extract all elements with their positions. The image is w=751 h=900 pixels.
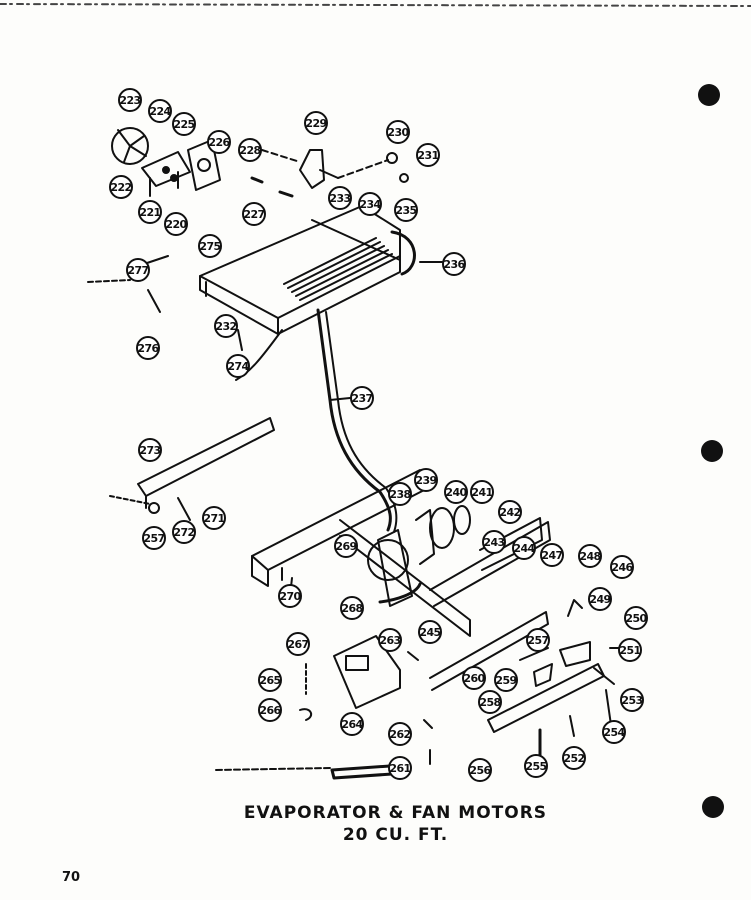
part-label-227: 227 — [242, 202, 266, 226]
part-label-266: 266 — [258, 698, 282, 722]
tube-236 — [390, 230, 416, 276]
part-label-275: 275 — [198, 234, 222, 258]
part-label-273: 273 — [138, 438, 162, 462]
part-label-257a: 257 — [142, 526, 166, 550]
part-label-229: 229 — [304, 111, 328, 135]
part-label-263: 263 — [378, 628, 402, 652]
part-label-267: 267 — [286, 632, 310, 656]
part-label-244: 244 — [512, 536, 536, 560]
part-label-237: 237 — [350, 386, 374, 410]
part-label-253: 253 — [620, 688, 644, 712]
part-label-224: 224 — [148, 99, 172, 123]
part-label-243: 243 — [482, 530, 506, 554]
part-label-233: 233 — [328, 186, 352, 210]
part-label-235: 235 — [394, 198, 418, 222]
part-label-257b: 257 — [526, 628, 550, 652]
cover-264 — [333, 635, 401, 709]
fan-shroud-226 — [187, 139, 221, 191]
part-label-261: 261 — [388, 756, 412, 780]
part-label-260: 260 — [462, 666, 486, 690]
part-label-240: 240 — [444, 480, 468, 504]
part-label-249: 249 — [588, 587, 612, 611]
strip-261 — [330, 764, 394, 780]
part-label-230: 230 — [386, 120, 410, 144]
part-label-276: 276 — [136, 336, 160, 360]
part-label-256: 256 — [468, 758, 492, 782]
dashed-guide-229 — [261, 149, 389, 179]
part-label-242: 242 — [498, 500, 522, 524]
part-label-251: 251 — [618, 638, 642, 662]
part-label-277: 277 — [126, 258, 150, 282]
part-label-226: 226 — [207, 130, 231, 154]
part-label-254: 254 — [602, 720, 626, 744]
part-label-245: 245 — [418, 620, 442, 644]
drain-tube-237 — [316, 308, 392, 532]
part-label-258: 258 — [478, 690, 502, 714]
diagram-subtitle: 20 CU. FT. — [342, 825, 449, 845]
rail-273 — [137, 417, 275, 509]
part-label-250: 250 — [624, 606, 648, 630]
part-label-252: 252 — [562, 746, 586, 770]
part-label-262: 262 — [388, 722, 412, 746]
bracket-229 — [299, 149, 339, 189]
part-label-236: 236 — [442, 252, 466, 276]
part-label-225: 225 — [172, 112, 196, 136]
part-label-246: 246 — [610, 555, 634, 579]
part-label-270: 270 — [278, 584, 302, 608]
part-label-269: 269 — [334, 534, 358, 558]
part-label-248: 248 — [578, 544, 602, 568]
fan-motor-assembly — [367, 505, 471, 607]
page-number: 70 — [62, 870, 81, 885]
part-label-247: 247 — [540, 543, 564, 567]
motor-bracket-222 — [141, 151, 191, 197]
punch-hole-bottom — [702, 796, 724, 818]
part-label-264: 264 — [340, 712, 364, 736]
part-label-241: 241 — [470, 480, 494, 504]
part-label-239: 239 — [414, 468, 438, 492]
part-label-234: 234 — [358, 192, 382, 216]
part-label-232: 232 — [214, 314, 238, 338]
part-label-274: 274 — [226, 354, 250, 378]
part-label-255: 255 — [524, 754, 548, 778]
punch-hole-top — [698, 84, 720, 106]
punch-hole-middle — [701, 440, 723, 462]
part-label-223: 223 — [118, 88, 142, 112]
scan-edge — [0, 3, 751, 7]
fan-blade-223 — [111, 127, 149, 165]
part-label-222: 222 — [109, 175, 133, 199]
diagram-title: EVAPORATOR & FAN MOTORS — [243, 803, 548, 823]
duct-268 — [378, 582, 422, 604]
part-label-221: 221 — [138, 200, 162, 224]
part-label-220: 220 — [164, 212, 188, 236]
part-label-272: 272 — [172, 520, 196, 544]
part-label-268: 268 — [340, 596, 364, 620]
part-label-265: 265 — [258, 668, 282, 692]
part-label-228: 228 — [238, 138, 262, 162]
part-label-231: 231 — [416, 143, 440, 167]
part-label-271: 271 — [202, 506, 226, 530]
part-label-238: 238 — [388, 482, 412, 506]
part-label-259: 259 — [494, 668, 518, 692]
